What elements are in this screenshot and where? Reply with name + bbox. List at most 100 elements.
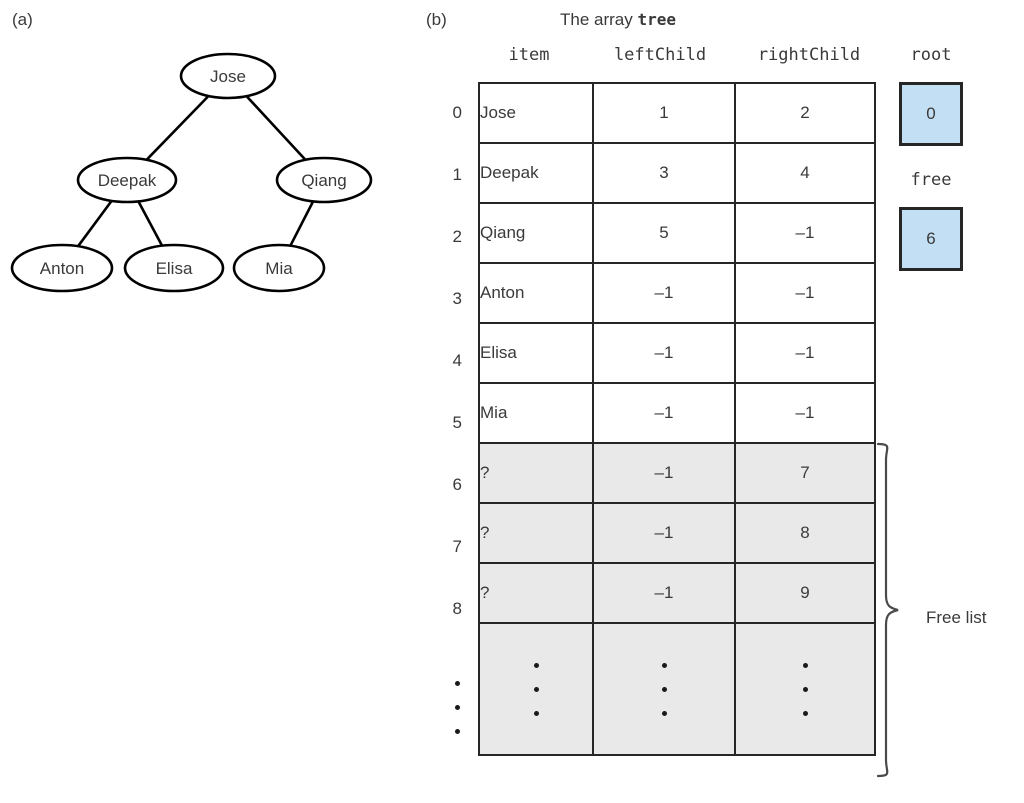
array-title-prefix: The array bbox=[560, 10, 638, 29]
table-row-ellipsis bbox=[478, 622, 876, 756]
tree-node-mia: Mia bbox=[232, 243, 326, 293]
tree-node-label: Qiang bbox=[301, 171, 346, 190]
cell-leftChild: 1 bbox=[592, 82, 736, 144]
root-pointer-box: 0 bbox=[899, 82, 963, 146]
row-index-label: 7 bbox=[452, 537, 462, 556]
column-header-free: free bbox=[910, 170, 952, 190]
cell-item: Qiang bbox=[478, 202, 594, 264]
cell-item: Jose bbox=[478, 82, 594, 144]
tree-node-qiang: Qiang bbox=[275, 156, 373, 204]
root-pointer-value: 0 bbox=[926, 104, 936, 123]
row-index-label: 1 bbox=[452, 165, 462, 184]
row-index-label: 2 bbox=[452, 227, 462, 246]
cell-leftChild: 5 bbox=[592, 202, 736, 264]
cell-leftChild: –1 bbox=[592, 562, 736, 624]
tree-node-jose: Jose bbox=[179, 52, 277, 100]
tree-node-label: Deepak bbox=[98, 171, 157, 190]
tree-node-label: Elisa bbox=[156, 259, 193, 278]
cell-item: Deepak bbox=[478, 142, 594, 204]
cell-ellipsis bbox=[734, 622, 876, 756]
column-header-rightchild: rightChild bbox=[757, 45, 861, 65]
table-row: Anton–1–1 bbox=[478, 262, 876, 324]
row-index-ellipsis-icon bbox=[426, 640, 470, 774]
cell-item: Mia bbox=[478, 382, 594, 444]
tree-node-anton: Anton bbox=[10, 243, 114, 293]
row-index-gutter: 0 1 2 3 4 5 6 7 8 bbox=[426, 82, 470, 774]
row-index-label: 3 bbox=[452, 289, 462, 308]
cell-ellipsis bbox=[478, 622, 594, 756]
tree-node-ellipse bbox=[179, 52, 277, 100]
tree-edge-jose-deepak bbox=[145, 95, 210, 161]
array-title-variable: tree bbox=[637, 10, 677, 29]
cell-item: Anton bbox=[478, 262, 594, 324]
row-index-label: 8 bbox=[452, 599, 462, 618]
panel-label-b: (b) bbox=[426, 10, 447, 29]
cell-rightChild: –1 bbox=[734, 262, 876, 324]
table-row: Mia–1–1 bbox=[478, 382, 876, 444]
tree-node-label: Jose bbox=[210, 67, 246, 86]
cell-ellipsis bbox=[592, 622, 736, 756]
tree-node-label: Anton bbox=[40, 259, 84, 278]
free-pointer-value: 6 bbox=[926, 229, 936, 248]
cell-item: ? bbox=[478, 502, 594, 564]
cell-rightChild: –1 bbox=[734, 202, 876, 264]
tree-edge-deepak-elisa bbox=[137, 200, 164, 247]
tree-edge-qiang-mia bbox=[289, 200, 315, 247]
column-header-item: item bbox=[508, 45, 550, 65]
cell-leftChild: –1 bbox=[592, 502, 736, 564]
cell-leftChild: –1 bbox=[592, 442, 736, 504]
cell-item: Elisa bbox=[478, 322, 594, 384]
tree-edge-jose-qiang bbox=[245, 95, 307, 161]
array-title: The array tree bbox=[560, 10, 676, 30]
vertical-ellipsis-icon bbox=[594, 624, 734, 754]
cell-rightChild: –1 bbox=[734, 322, 876, 384]
tree-node-ellipse bbox=[232, 243, 326, 293]
cell-rightChild: 2 bbox=[734, 82, 876, 144]
row-index-label: 0 bbox=[452, 103, 462, 122]
cell-rightChild: 4 bbox=[734, 142, 876, 204]
tree-node-ellipse bbox=[76, 156, 178, 204]
tree-node-ellipse bbox=[123, 243, 225, 293]
cell-rightChild: –1 bbox=[734, 382, 876, 444]
column-header-root: root bbox=[910, 45, 952, 65]
cell-leftChild: 3 bbox=[592, 142, 736, 204]
tree-node-ellipse bbox=[10, 243, 114, 293]
cell-item: ? bbox=[478, 442, 594, 504]
free-pointer-box: 6 bbox=[899, 207, 963, 271]
panel-label-a: (a) bbox=[12, 10, 33, 29]
tree-node-deepak: Deepak bbox=[76, 156, 178, 204]
cell-rightChild: 8 bbox=[734, 502, 876, 564]
tree-edge-group bbox=[77, 95, 315, 247]
cell-item: ? bbox=[478, 562, 594, 624]
row-index-label: 5 bbox=[452, 413, 462, 432]
vertical-ellipsis-icon bbox=[480, 624, 592, 754]
cell-rightChild: 7 bbox=[734, 442, 876, 504]
vertical-ellipsis-icon bbox=[736, 624, 874, 754]
array-representation-panel: (b) The array tree item leftChild rightC… bbox=[426, 0, 1024, 803]
table-row: Elisa–1–1 bbox=[478, 322, 876, 384]
free-list-brace-icon bbox=[876, 442, 899, 778]
tree-node-label: Mia bbox=[265, 259, 293, 278]
row-index-label: 6 bbox=[452, 475, 462, 494]
cell-leftChild: –1 bbox=[592, 322, 736, 384]
tree-node-ellipse bbox=[275, 156, 373, 204]
row-index-label: 4 bbox=[452, 351, 462, 370]
cell-leftChild: –1 bbox=[592, 262, 736, 324]
tree-node-elisa: Elisa bbox=[123, 243, 225, 293]
column-header-leftchild: leftChild bbox=[613, 45, 707, 65]
cell-leftChild: –1 bbox=[592, 382, 736, 444]
free-list-label: Free list bbox=[926, 608, 987, 627]
tree-edge-deepak-anton bbox=[77, 200, 113, 247]
